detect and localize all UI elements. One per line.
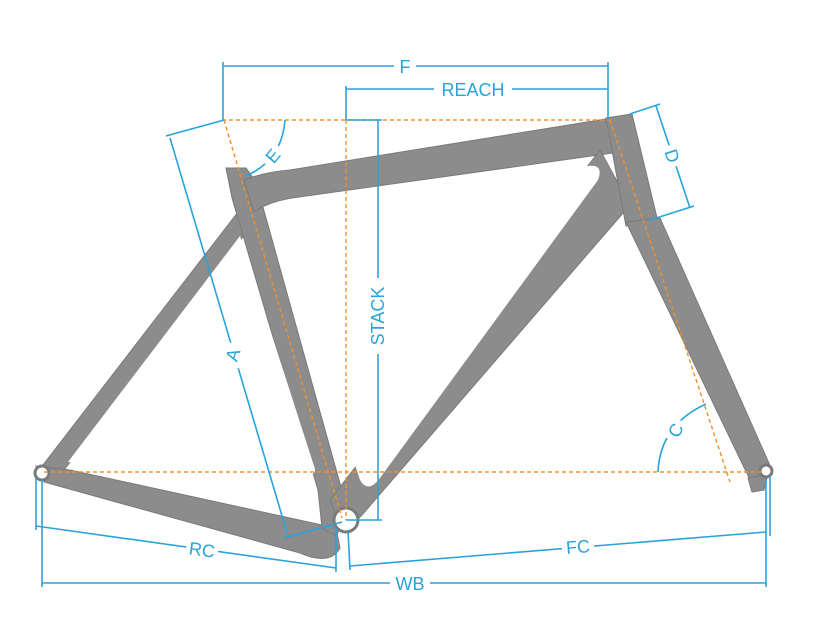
label-a: A — [222, 346, 245, 363]
rc-dimension-line — [35, 525, 337, 569]
front-triangle-window — [268, 165, 600, 487]
rear-axle — [33, 464, 51, 482]
label-rc: RC — [188, 538, 217, 561]
d-extension-top — [629, 103, 661, 115]
label-d: D — [660, 147, 683, 166]
front-axle — [758, 463, 774, 479]
chain-stay — [35, 465, 341, 559]
seat-tube-axis — [223, 119, 343, 519]
rear-triangle-window — [68, 236, 315, 475]
a-extension-bottom — [283, 521, 343, 539]
dimension-labels: F REACH STACK A E D C RC FC WB — [184, 56, 689, 594]
steering-axis — [609, 119, 731, 483]
label-stack: STACK — [368, 287, 388, 346]
label-f: F — [400, 57, 411, 77]
fc-extension-left — [347, 529, 351, 571]
a-dimension-line — [169, 137, 289, 537]
label-fc: FC — [565, 536, 591, 558]
fc-dimension-line — [349, 531, 767, 567]
d-extension-bottom — [649, 205, 695, 221]
label-reach: REACH — [441, 80, 504, 100]
bike-frame — [33, 113, 774, 559]
fork — [625, 217, 773, 489]
label-wb: WB — [396, 574, 425, 594]
construction-guides — [44, 119, 762, 520]
a-extension-top — [165, 119, 225, 137]
